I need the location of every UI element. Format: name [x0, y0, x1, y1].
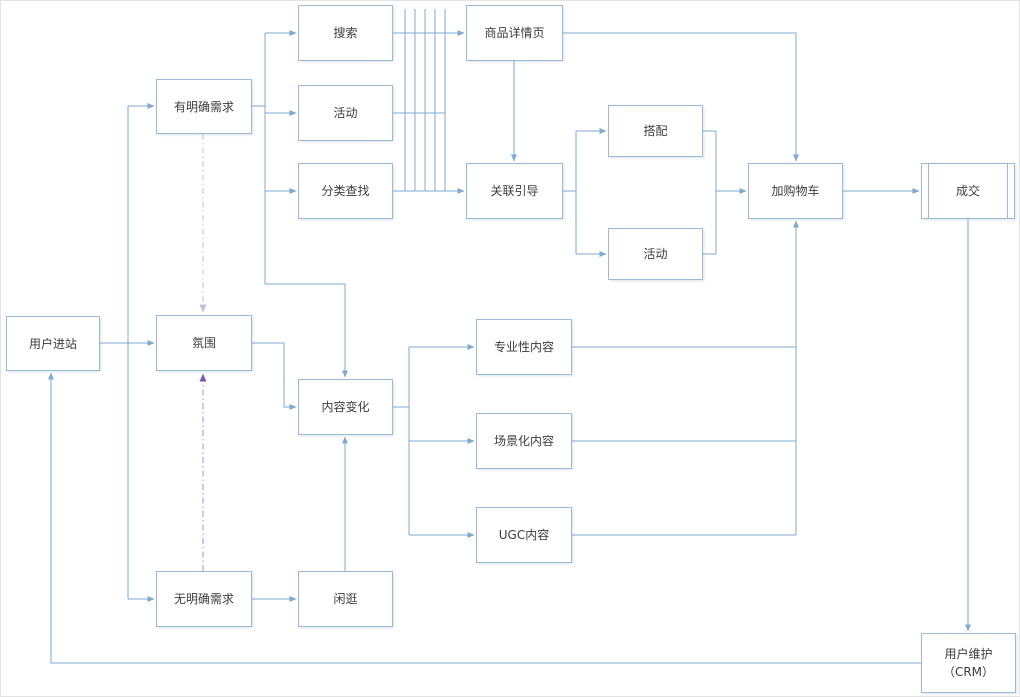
node-search-label: 搜索 [333, 26, 358, 40]
node-professional-content-label: 专业性内容 [493, 340, 554, 354]
node-content-change-label: 内容变化 [321, 400, 370, 414]
node-user-enter[interactable]: 用户进站 [6, 316, 100, 371]
node-add-cart-label: 加购物车 [771, 184, 820, 198]
node-product-detail[interactable]: 商品详情页 [466, 5, 563, 61]
node-deal-label: 成交 [955, 184, 980, 198]
node-category-find-label: 分类查找 [321, 184, 370, 198]
node-atmosphere[interactable]: 氛围 [156, 315, 252, 371]
node-wander-label: 闲逛 [333, 592, 358, 606]
node-match-label: 搭配 [643, 124, 668, 138]
node-ugc-content[interactable]: UGC内容 [476, 507, 572, 563]
node-no-clear-need-label: 无明确需求 [173, 592, 234, 606]
node-related-guide-label: 关联引导 [490, 184, 539, 198]
node-no-clear-need[interactable]: 无明确需求 [156, 571, 252, 627]
node-activity-top[interactable]: 活动 [298, 85, 393, 141]
node-crm[interactable]: 用户维护 （CRM） [921, 633, 1016, 693]
node-atmosphere-label: 氛围 [191, 336, 216, 350]
node-scenario-content[interactable]: 场景化内容 [476, 413, 572, 469]
node-professional-content[interactable]: 专业性内容 [476, 319, 572, 375]
node-crm-label-line2: （CRM） [942, 665, 995, 679]
node-activity-right[interactable]: 活动 [608, 228, 703, 280]
node-add-cart[interactable]: 加购物车 [748, 163, 843, 219]
node-ugc-content-label: UGC内容 [498, 528, 550, 542]
node-product-detail-label: 商品详情页 [484, 26, 545, 40]
node-category-find[interactable]: 分类查找 [298, 163, 393, 219]
node-activity-right-label: 活动 [643, 247, 668, 261]
node-crm-label-line1: 用户维护 [944, 647, 993, 661]
node-wander[interactable]: 闲逛 [298, 571, 393, 627]
node-related-guide[interactable]: 关联引导 [466, 163, 563, 219]
node-scenario-content-label: 场景化内容 [493, 434, 554, 448]
node-crm-label: 用户维护 （CRM） [943, 645, 994, 681]
node-search[interactable]: 搜索 [298, 5, 393, 61]
node-match[interactable]: 搭配 [608, 105, 703, 157]
node-clear-need[interactable]: 有明确需求 [156, 79, 252, 134]
node-activity-top-label: 活动 [333, 106, 358, 120]
node-user-enter-label: 用户进站 [28, 336, 77, 351]
node-clear-need-label: 有明确需求 [173, 99, 234, 114]
node-content-change[interactable]: 内容变化 [298, 379, 393, 435]
node-deal[interactable]: 成交 [921, 163, 1015, 219]
